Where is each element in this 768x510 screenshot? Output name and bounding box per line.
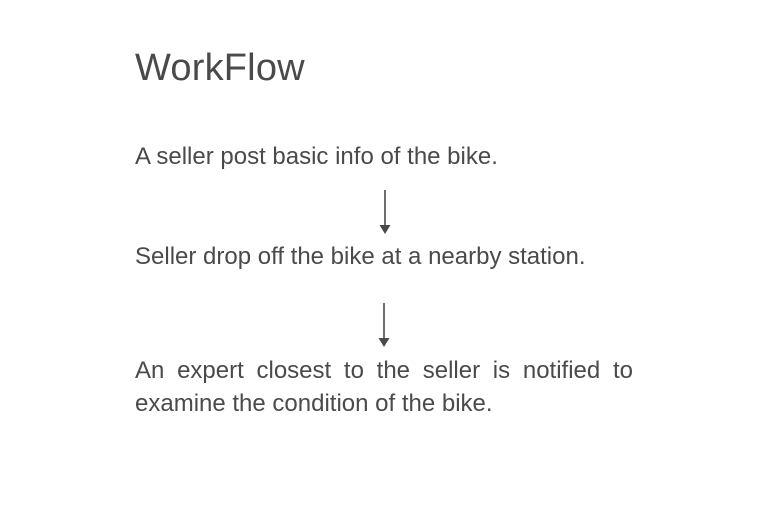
workflow-step-3: An expert closest to the seller is notif… xyxy=(135,357,633,417)
page-title: WorkFlow xyxy=(135,47,305,89)
arrow-down-icon xyxy=(379,190,391,234)
arrow-down-icon xyxy=(378,303,390,347)
workflow-step-2: Seller drop off the bike at a nearby sta… xyxy=(135,243,586,270)
workflow-step-1: A seller post basic info of the bike. xyxy=(135,143,498,170)
